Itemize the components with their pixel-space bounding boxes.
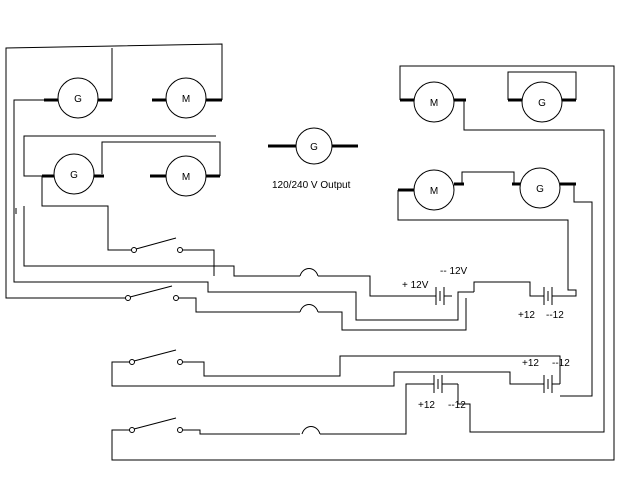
fuse-2 <box>299 304 319 313</box>
motor-symbol-4 <box>413 169 455 211</box>
wire-battery2-left <box>473 281 540 297</box>
generator-label-3: G <box>538 98 546 109</box>
switch-2 <box>125 285 179 301</box>
wire-outer-left <box>5 43 223 299</box>
battery-4-pos-label: +12 <box>418 400 435 411</box>
generator-label-1: G <box>74 94 82 105</box>
machines: G M G M G 120/240 V Output M G M <box>42 77 576 211</box>
generator-label-4: G <box>536 184 544 195</box>
fuse-1 <box>299 268 319 277</box>
batteries: + 12V -- 12V +12 --12 +12 --12 <box>402 266 570 411</box>
wire-right-bottom <box>560 184 593 397</box>
wire-fuse2-out <box>318 298 467 331</box>
motor-label-4: M <box>430 186 438 197</box>
wire-second-pair <box>101 141 221 176</box>
battery-2: +12 --12 <box>518 287 564 321</box>
wiring <box>5 43 615 461</box>
battery-2-pos-label: +12 <box>518 310 535 321</box>
generator-symbol-3 <box>521 81 563 123</box>
wire-battery3-link <box>520 355 561 384</box>
wire-switch3-in <box>111 361 540 387</box>
battery-1-pos-label: + 12V <box>402 280 429 291</box>
battery-3-neg-label: --12 <box>552 358 570 369</box>
motor-symbol-1 <box>165 77 207 119</box>
wire-switch1-in <box>41 176 134 251</box>
motor-label-3: M <box>430 98 438 109</box>
generator-label-2: G <box>70 170 78 181</box>
fuse-3 <box>301 426 321 435</box>
motor-label-2: M <box>182 172 190 183</box>
fuses <box>299 268 321 435</box>
battery-4-neg-label: --12 <box>448 400 466 411</box>
wire-switch3-out <box>180 355 520 377</box>
motor-label-1: M <box>182 94 190 105</box>
battery-1: + 12V -- 12V <box>402 266 468 305</box>
generator-symbol-4 <box>519 167 561 209</box>
battery-2-neg-label: --12 <box>546 310 564 321</box>
motor-symbol-2 <box>165 155 207 197</box>
wire-second-left <box>23 135 216 177</box>
output-generator-symbol <box>295 127 333 165</box>
wire-right-mid <box>461 171 515 184</box>
wire-right-top <box>458 100 605 433</box>
battery-3-pos-label: +12 <box>522 358 539 369</box>
switches <box>125 237 183 433</box>
wire-switch4-out <box>180 429 300 435</box>
wire-right-lower <box>397 190 577 297</box>
wire-switch2-out <box>176 297 300 313</box>
battery-4: +12 --12 <box>418 375 466 411</box>
switch-3 <box>129 349 183 365</box>
wire-top-right-link <box>507 71 577 100</box>
battery-3: +12 --12 <box>522 358 570 393</box>
switch-4 <box>129 417 183 433</box>
wire-switch4-in <box>111 65 615 461</box>
wire-switch1-out <box>180 249 215 276</box>
wire-inner-left <box>13 99 474 321</box>
generator-symbol-2 <box>53 153 95 195</box>
wire-fuse3-out <box>320 383 426 435</box>
wire-fuse1-out <box>318 275 430 297</box>
wire-mid-left <box>23 206 300 277</box>
motor-symbol-3 <box>413 81 455 123</box>
switch-1 <box>131 237 183 253</box>
generator-symbol-1 <box>57 77 99 119</box>
output-generator-label: G <box>310 142 318 153</box>
battery-1-neg-label: -- 12V <box>440 266 468 277</box>
output-label: 120/240 V Output <box>272 180 351 191</box>
